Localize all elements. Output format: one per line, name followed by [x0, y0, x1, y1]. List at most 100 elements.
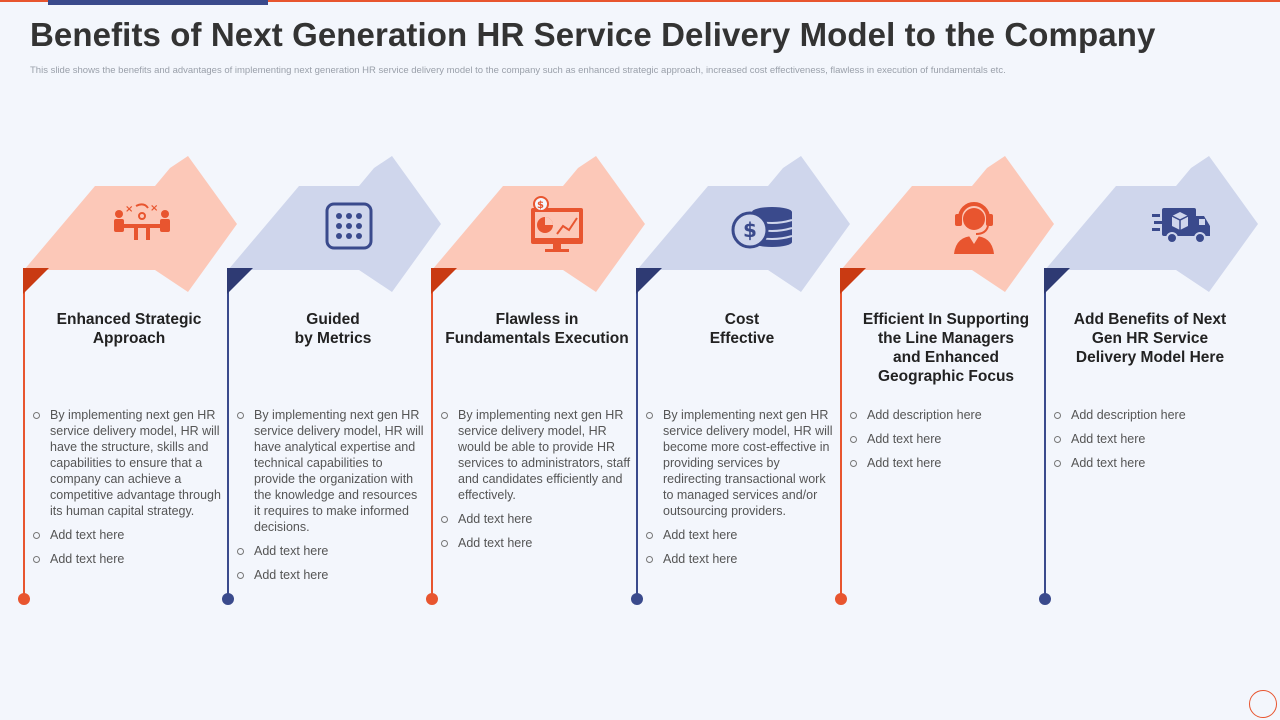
benefit-bullet-list: By implementing next gen HR service deli… [441, 407, 631, 559]
arrow-banner: × × $ [24, 156, 1258, 292]
timeline-dot [1039, 593, 1051, 605]
bullet-text: Add text here [663, 528, 738, 542]
timeline-line [23, 268, 25, 599]
arrow-6 [1045, 156, 1258, 292]
bullet-text: Add text here [254, 544, 329, 558]
benefit-column-3: Flawless in Fundamentals Execution By im… [426, 268, 636, 608]
bullet-text: Add text here [458, 536, 533, 550]
benefit-title: Efficient In Supporting the Line Manager… [862, 311, 1030, 385]
coins-icon: $ [731, 207, 793, 249]
bullet-text: Add text here [50, 528, 125, 542]
bullet-marker-icon [441, 516, 448, 523]
benefit-column-4: Cost Effective By implementing next gen … [631, 268, 841, 608]
svg-text:$: $ [743, 218, 757, 242]
timeline-flag [1044, 268, 1070, 294]
timeline-dot [631, 593, 643, 605]
bullet-marker-icon [1054, 460, 1061, 467]
timeline-line [636, 268, 638, 599]
bullet-text: Add description here [867, 408, 982, 422]
bullet-marker-icon [33, 532, 40, 539]
strategy-icon: × × [114, 203, 170, 240]
corner-circle-decoration [1249, 690, 1277, 718]
bullet-item: Add text here [237, 543, 427, 559]
bullet-text: Add text here [663, 552, 738, 566]
benefit-column-5: Efficient In Supporting the Line Manager… [835, 268, 1045, 608]
svg-text:$: $ [537, 200, 544, 211]
bullet-marker-icon [850, 460, 857, 467]
bullet-item: Add description here [1054, 407, 1244, 423]
bullet-text: Add text here [1071, 432, 1146, 446]
bullet-item: By implementing next gen HR service deli… [441, 407, 631, 503]
bullet-text: Add text here [50, 552, 125, 566]
grid-dots-icon [325, 202, 373, 250]
bullet-item: Add text here [441, 535, 631, 551]
bullet-item: Add text here [646, 527, 836, 543]
benefit-bullet-list: By implementing next gen HR service deli… [237, 407, 427, 591]
timeline-dot [18, 593, 30, 605]
benefit-bullet-list: By implementing next gen HR service deli… [33, 407, 223, 575]
arrow-2 [228, 156, 441, 292]
benefit-title: Add Benefits of Next Gen HR Service Deli… [1073, 311, 1227, 366]
bullet-marker-icon [646, 412, 653, 419]
bullet-item: Add text here [646, 551, 836, 567]
arrow-5 [841, 156, 1054, 292]
bullet-text: Add text here [254, 568, 329, 582]
bullet-text: By implementing next gen HR service deli… [663, 408, 833, 518]
benefit-bullet-list: Add description here Add text here Add t… [850, 407, 1040, 479]
bullet-marker-icon [646, 556, 653, 563]
timeline-dot [222, 593, 234, 605]
bullet-item: Add text here [237, 567, 427, 583]
bullet-marker-icon [441, 540, 448, 547]
delivery-truck-icon [1152, 208, 1210, 244]
bullet-item: Add text here [850, 455, 1040, 471]
bullet-marker-icon [1054, 436, 1061, 443]
benefit-title: Cost Effective [709, 311, 775, 347]
timeline-flag [636, 268, 662, 294]
timeline-flag [227, 268, 253, 294]
bullet-item: Add text here [33, 527, 223, 543]
bullet-text: Add text here [1071, 456, 1146, 470]
bullet-text: Add description here [1071, 408, 1186, 422]
benefit-column-6: Add Benefits of Next Gen HR Service Deli… [1039, 268, 1249, 608]
bullet-text: By implementing next gen HR service deli… [458, 408, 631, 502]
timeline-line [1044, 268, 1046, 599]
benefit-column-1: Enhanced Strategic Approach By implement… [18, 268, 228, 608]
timeline-dot [426, 593, 438, 605]
bullet-marker-icon [850, 436, 857, 443]
bullet-item: Add text here [1054, 431, 1244, 447]
top-border-line [0, 0, 1280, 2]
svg-text:×: × [125, 204, 133, 215]
bullet-item: By implementing next gen HR service deli… [237, 407, 427, 535]
bullet-item: Add description here [850, 407, 1040, 423]
headset-agent-icon [954, 202, 994, 254]
bullet-text: By implementing next gen HR service deli… [254, 408, 424, 534]
bullet-marker-icon [33, 556, 40, 563]
bullet-item: Add text here [850, 431, 1040, 447]
timeline-line [840, 268, 842, 599]
benefit-column-2: Guided by Metrics By implementing next g… [222, 268, 432, 608]
bullet-item: Add text here [1054, 455, 1244, 471]
bullet-item: By implementing next gen HR service deli… [646, 407, 836, 519]
timeline-line [227, 268, 229, 599]
bullet-marker-icon [237, 572, 244, 579]
bullet-item: Add text here [441, 511, 631, 527]
finance-monitor-icon: $ [531, 196, 583, 252]
benefit-bullet-list: Add description here Add text here Add t… [1054, 407, 1244, 479]
svg-text:×: × [150, 203, 158, 214]
timeline-line [431, 268, 433, 599]
bullet-marker-icon [850, 412, 857, 419]
timeline-flag [23, 268, 49, 294]
bullet-marker-icon [646, 532, 653, 539]
timeline-dot [835, 593, 847, 605]
bullet-marker-icon [237, 548, 244, 555]
page-title: Benefits of Next Generation HR Service D… [30, 16, 1156, 53]
timeline-flag [431, 268, 457, 294]
bullet-text: By implementing next gen HR service deli… [50, 408, 221, 518]
bullet-marker-icon [33, 412, 40, 419]
benefit-bullet-list: By implementing next gen HR service deli… [646, 407, 836, 575]
bullet-marker-icon [1054, 412, 1061, 419]
top-accent-bar [48, 0, 268, 5]
bullet-item: By implementing next gen HR service deli… [33, 407, 223, 519]
bullet-marker-icon [441, 412, 448, 419]
benefit-title: Flawless in Fundamentals Execution [445, 311, 629, 347]
